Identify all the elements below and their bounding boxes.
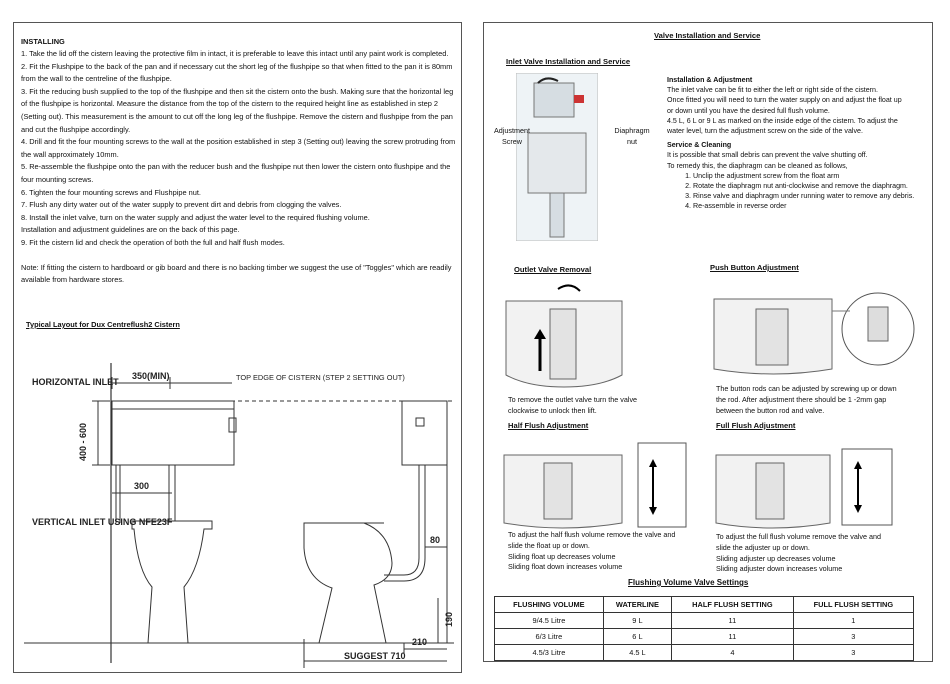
- step-5: 5. Re-assemble the flushpipe onto the pa…: [21, 162, 451, 184]
- push-line-2: the rod. After adjustment there should b…: [716, 394, 887, 404]
- half-line-2: slide the float up or down.: [508, 540, 590, 550]
- full-flush-image: [715, 448, 893, 529]
- header-half-flush: HALF FLUSH SETTING: [671, 596, 794, 613]
- step-7: 7. Flush any dirty water out of the wate…: [21, 200, 342, 210]
- dim-190-label: 190: [444, 612, 454, 627]
- service-step: Re-assemble in reverse order: [693, 201, 917, 211]
- install-adjust-section: Installation & Adjustment The inlet valv…: [667, 75, 917, 212]
- table-cell: 9 L: [602, 612, 673, 629]
- install-line-5: water level, turn the adjustment screw o…: [667, 127, 863, 136]
- service-line-2: To remedy this, the diaphragm can be cle…: [667, 161, 848, 170]
- installing-steps: 1. Take the lid off the cistern leaving …: [21, 48, 457, 287]
- service-step: Rotate the diaphragm nut anti-clockwise …: [693, 181, 917, 191]
- push-text: The button rods can be adjusted by screw…: [716, 384, 897, 416]
- half-text: To adjust the half flush volume remove t…: [508, 530, 675, 573]
- step-6: 6. Tighten the four mounting screws and …: [21, 187, 201, 197]
- step-4: 4. Drill and fit the four mounting screw…: [21, 137, 456, 159]
- outlet-text: To remove the outlet valve turn the valv…: [508, 395, 637, 417]
- step-2: 2. Fit the Flushpipe to the back of the …: [21, 61, 453, 84]
- table-cell: 6 L: [602, 628, 673, 645]
- outlet-line-2: clockwise to unlock then lift.: [508, 405, 597, 415]
- step-9: 9. Fit the cistern lid and check the ope…: [21, 237, 285, 247]
- table-header-row: FLUSHING VOLUME WATERLINE HALF FLUSH SET…: [494, 596, 915, 613]
- step-note: Installation and adjustment guidelines a…: [21, 225, 240, 235]
- install-line-3: or down until you have the desired full …: [667, 106, 830, 115]
- full-text: To adjust the full flush volume remove t…: [716, 532, 881, 575]
- half-flush-image: [503, 442, 687, 529]
- outlet-valve-image: [505, 284, 623, 388]
- table-cell: 11: [671, 612, 794, 629]
- step-1: 1. Take the lid off the cistern leaving …: [21, 49, 449, 58]
- header-full-flush: FULL FLUSH SETTING: [792, 596, 915, 613]
- table-cell: 4.5/3 Litre: [494, 644, 604, 661]
- table-cell: 3: [792, 628, 915, 645]
- push-line-3: between the button rod and valve.: [716, 405, 825, 415]
- step-8: 8. Install the inlet valve, turn on the …: [21, 212, 370, 222]
- install-line-1: The inlet valve can be fit to either the…: [667, 86, 878, 95]
- table-cell: 4.5 L: [602, 644, 673, 661]
- half-line-1: To adjust the half flush volume remove t…: [508, 530, 676, 539]
- dim-400-600-label: 400 - 600: [78, 423, 88, 461]
- outlet-valve-title: Outlet Valve Removal: [514, 265, 592, 274]
- installing-panel: INSTALLING 1. Take the lid off the ciste…: [13, 22, 462, 673]
- half-line-4: Sliding float down increases volume: [508, 562, 623, 572]
- push-button-image: [713, 292, 915, 375]
- table-row: 4.5/3 Litre 4.5 L 4 3: [494, 644, 915, 661]
- diaphragm-nut-label: Diaphragm nut: [614, 126, 650, 146]
- install-line-4: 4.5 L, 6 L or 9 L as marked on the insid…: [667, 116, 898, 125]
- installing-heading: INSTALLING: [21, 37, 65, 46]
- valve-service-panel: Valve Installation and Service Inlet Val…: [483, 22, 933, 662]
- outlet-line-1: To remove the outlet valve turn the valv…: [508, 395, 638, 404]
- dim-210-label: 210: [412, 637, 427, 647]
- table-row: 6/3 Litre 6 L 11 3: [494, 628, 915, 645]
- header-waterline: WATERLINE: [602, 596, 673, 613]
- table-row: 9/4.5 Litre 9 L 11 1: [494, 612, 915, 629]
- suggest-710-label: SUGGEST 710: [344, 651, 406, 661]
- install-heading: Installation & Adjustment: [667, 76, 753, 84]
- table-cell: 11: [671, 628, 794, 645]
- layout-title: Typical Layout for Dux Centreflush2 Cist…: [26, 320, 180, 329]
- valve-service-title: Valve Installation and Service: [654, 31, 761, 40]
- table-cell: 6/3 Litre: [494, 628, 604, 645]
- push-button-title: Push Button Adjustment: [710, 263, 799, 272]
- step-3: 3. Fit the reducing bush supplied to the…: [21, 86, 454, 134]
- dim-300-label: 300: [134, 481, 149, 491]
- horizontal-inlet-label: HORIZONTAL INLET: [32, 377, 119, 387]
- full-line-4: Sliding adjuster down increases volume: [716, 564, 843, 574]
- table-cell: 4: [671, 644, 794, 661]
- top-edge-label: TOP EDGE OF CISTERN (STEP 2 SETTING OUT): [236, 373, 405, 382]
- toggles-note: Note: If fitting the cistern to hardboar…: [21, 262, 452, 285]
- table-cell: 1: [792, 612, 915, 629]
- table-cell: 3: [792, 644, 915, 661]
- dim-80-label: 80: [430, 535, 440, 545]
- table-cell: 9/4.5 Litre: [494, 612, 604, 629]
- half-flush-title: Half Flush Adjustment: [508, 421, 589, 430]
- inlet-valve-image: [516, 73, 598, 241]
- inlet-valve-title: Inlet Valve Installation and Service: [506, 57, 631, 66]
- install-line-2: Once fitted you will need to turn the wa…: [667, 96, 902, 105]
- flushing-volume-title: Flushing Volume Valve Settings: [628, 578, 749, 587]
- full-line-1: To adjust the full flush volume remove t…: [716, 532, 882, 541]
- full-line-2: slide the adjuster up or down.: [716, 542, 810, 552]
- adjustment-screw-label: Adjustment Screw: [494, 126, 530, 146]
- flushing-volume-table: FLUSHING VOLUME WATERLINE HALF FLUSH SET…: [494, 596, 915, 661]
- vertical-inlet-label: VERTICAL INLET USING NFE23F: [32, 517, 173, 527]
- service-step: Rinse valve and diaphragm under running …: [693, 191, 917, 201]
- header-flushing-volume: FLUSHING VOLUME: [494, 596, 604, 613]
- full-line-3: Sliding adjuster up decreases volume: [716, 553, 836, 563]
- push-line-1: The button rods can be adjusted by screw…: [716, 384, 897, 393]
- service-steps-list: Unclip the adjustment screw from the flo…: [667, 171, 917, 212]
- service-line-1: It is possible that small debris can pre…: [667, 151, 868, 160]
- full-flush-title: Full Flush Adjustment: [716, 421, 796, 430]
- typical-layout-diagram: HORIZONTAL INLET 350(MIN) 400 - 600 300 …: [24, 363, 454, 668]
- service-step: Unclip the adjustment screw from the flo…: [693, 171, 917, 181]
- service-heading: Service & Cleaning: [667, 141, 732, 150]
- dim-350-label: 350(MIN): [132, 371, 170, 381]
- half-line-3: Sliding float up decreases volume: [508, 551, 616, 561]
